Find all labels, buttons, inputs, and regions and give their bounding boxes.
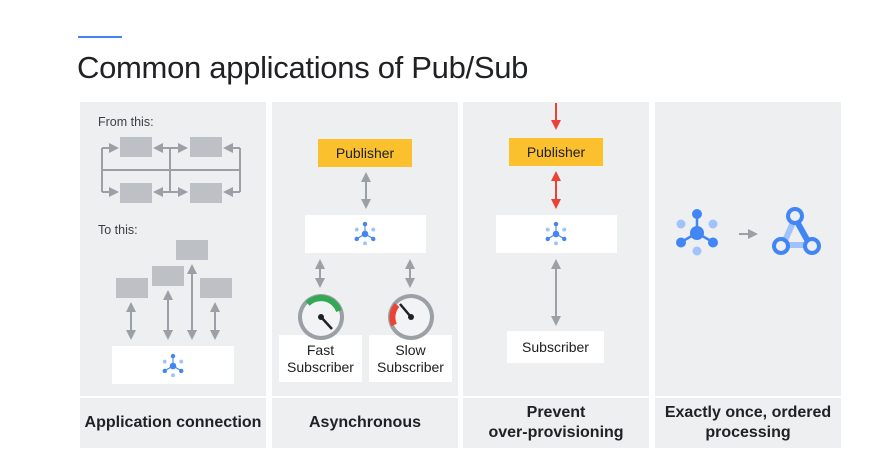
fast-gauge-icon [298,294,344,340]
dataflow-icon [772,207,821,255]
pubsub-hub-icon [545,221,567,246]
subscriber-box: Subscriber [507,331,604,363]
caption-exactly-once: Exactly once, ordered processing [655,398,841,448]
pubsub-hub-icon [676,209,718,256]
publisher-box-provision: Publisher [509,138,603,166]
pubsub-hub-icon [354,221,376,246]
mesh-diagram [101,143,241,197]
slide-title: Common applications of Pub/Sub [77,50,529,85]
mesh-app-boxes [120,137,222,203]
slow-subscriber-box: Slow Subscriber [369,335,452,382]
fast-subscriber-box: Fast Subscriber [279,335,362,382]
publisher-box-async: Publisher [318,139,412,167]
from-this-label: From this: [98,115,154,129]
caption-asynchronous: Asynchronous [272,398,458,448]
caption-application-connection: Application connection [80,398,266,448]
title-accent-line [78,36,122,38]
hub-connection-arrows [126,264,220,340]
pubsub-hub-icon [162,353,184,378]
hub-app-boxes [116,240,232,298]
caption-prevent-over-provisioning: Prevent over-provisioning [463,398,649,448]
slow-gauge-icon [388,294,434,340]
to-this-label: To this: [98,223,138,237]
